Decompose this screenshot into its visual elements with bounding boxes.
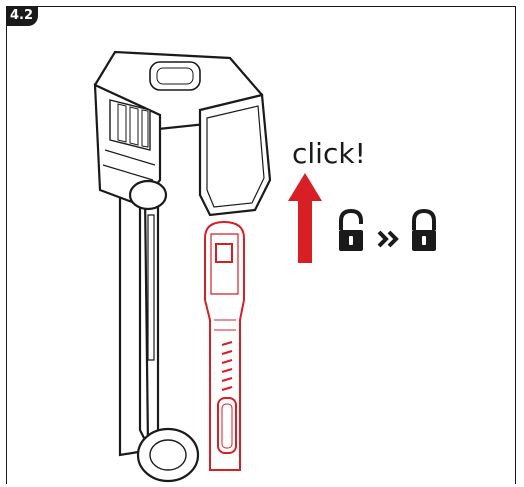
click-callout: click! xyxy=(292,137,366,170)
step-number-badge: 4.2 xyxy=(6,6,38,26)
red-locking-tongue xyxy=(204,220,245,471)
double-chevron-right-icon xyxy=(377,230,399,248)
up-arrow-icon xyxy=(288,173,322,263)
diagram-frame xyxy=(6,6,516,484)
lock-body xyxy=(93,50,272,483)
unlocked-padlock-icon xyxy=(339,208,363,251)
locked-padlock-icon xyxy=(412,208,436,251)
